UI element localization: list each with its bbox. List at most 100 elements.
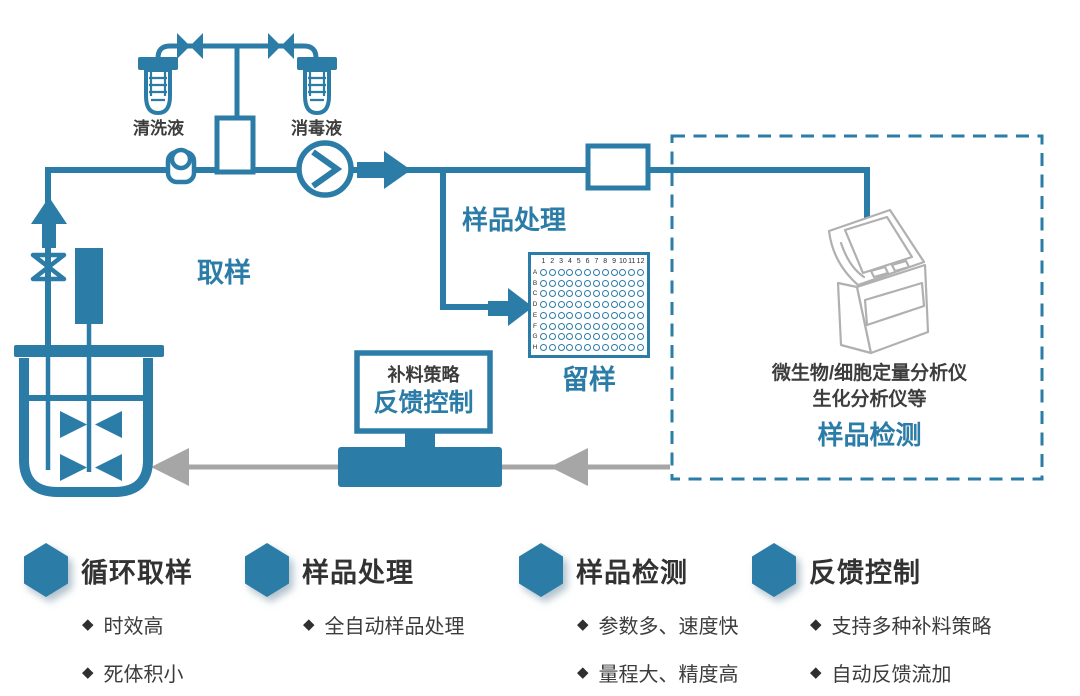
well bbox=[539, 268, 547, 276]
well bbox=[566, 344, 574, 352]
plate-row-label: D bbox=[532, 301, 538, 309]
well bbox=[628, 279, 636, 287]
feature-bullet: ◆ 时效高 bbox=[82, 610, 193, 639]
monitor-stand bbox=[405, 431, 435, 448]
well bbox=[548, 301, 556, 309]
well bbox=[566, 311, 574, 319]
feature-bullet: ◆ 支持多种补料策略 bbox=[810, 610, 992, 639]
well bbox=[584, 279, 592, 287]
well bbox=[566, 333, 574, 341]
well bbox=[539, 344, 547, 352]
sample-detection-dashed-box bbox=[670, 134, 1044, 481]
well bbox=[592, 333, 600, 341]
diamond-bullet-icon: ◆ bbox=[303, 616, 315, 633]
diamond-bullet-icon: ◆ bbox=[810, 664, 822, 681]
cleaning-bottle-label: 清洗液 bbox=[133, 119, 184, 138]
plate-corner bbox=[531, 255, 539, 267]
feedback-arrow-icon bbox=[550, 448, 588, 486]
feature-bullet-text: 量程大、精度高 bbox=[598, 664, 739, 686]
well bbox=[566, 279, 574, 287]
analyzer-name-line1: 微生物/细胞定量分析仪 bbox=[771, 363, 968, 384]
plate-column-label: 4 bbox=[567, 257, 572, 265]
valve-icon bbox=[268, 33, 294, 59]
well bbox=[610, 344, 618, 352]
sampling-pipes bbox=[45, 167, 870, 352]
diamond-bullet-icon: ◆ bbox=[577, 664, 589, 681]
well bbox=[557, 344, 565, 352]
well bbox=[628, 268, 636, 276]
well bbox=[601, 344, 609, 352]
plate-row-label: C bbox=[532, 290, 538, 298]
feature-bullet: ◆ 死体积小 bbox=[82, 658, 193, 687]
plate-column-label: 1 bbox=[541, 257, 546, 265]
well bbox=[637, 290, 645, 298]
plate-row-label: F bbox=[533, 322, 537, 330]
well bbox=[628, 290, 636, 298]
feeding-strategy-label: 补料策略 bbox=[387, 365, 460, 385]
feature-feedback-control: 反馈控制 ◆ 支持多种补料策略 ◆ 自动反馈流加 bbox=[752, 543, 992, 687]
well bbox=[557, 290, 565, 298]
well bbox=[601, 290, 609, 298]
diamond-bullet-icon: ◆ bbox=[810, 616, 822, 633]
well bbox=[539, 301, 547, 309]
feature-bullet-text: 全自动样品处理 bbox=[324, 616, 465, 638]
flow-arrow-icon bbox=[488, 288, 533, 326]
feature-bullet-text: 参数多、速度快 bbox=[598, 616, 739, 638]
well bbox=[592, 279, 600, 287]
pump-icon bbox=[296, 140, 354, 198]
well bbox=[610, 311, 618, 319]
well bbox=[539, 322, 547, 330]
well bbox=[601, 333, 609, 341]
well bbox=[628, 344, 636, 352]
feature-title: 循环取样 bbox=[81, 557, 193, 588]
sampling-valve-icon bbox=[30, 252, 67, 282]
well bbox=[637, 279, 645, 287]
plate-row-label: G bbox=[532, 333, 538, 341]
well bbox=[584, 333, 592, 341]
plate-column-label: 10 bbox=[619, 257, 627, 265]
feedback-console-icon bbox=[338, 350, 502, 487]
well bbox=[637, 301, 645, 309]
well bbox=[557, 301, 565, 309]
analyzer-name-line2: 生化分析仪等 bbox=[812, 389, 927, 410]
feature-bullet-text: 死体积小 bbox=[103, 664, 184, 686]
up-flow-arrow-icon bbox=[31, 197, 67, 248]
plate-row-label: E bbox=[532, 311, 538, 319]
cleaning-bottle-icon bbox=[138, 57, 178, 116]
well bbox=[610, 322, 618, 330]
hexagon-icon bbox=[519, 543, 563, 597]
well bbox=[628, 311, 636, 319]
well bbox=[628, 333, 636, 341]
well bbox=[584, 268, 592, 276]
hexagon-icon bbox=[752, 543, 796, 597]
hexagon-icon bbox=[245, 543, 289, 597]
well bbox=[575, 279, 583, 287]
plate-column-label: 5 bbox=[576, 257, 581, 265]
bioreactor-icon bbox=[14, 248, 164, 497]
well bbox=[584, 311, 592, 319]
plate-column-label: 9 bbox=[612, 257, 617, 265]
well bbox=[637, 311, 645, 319]
well bbox=[637, 344, 645, 352]
well bbox=[557, 333, 565, 341]
well bbox=[619, 279, 627, 287]
well bbox=[548, 268, 556, 276]
well bbox=[619, 322, 627, 330]
feature-bullet: ◆ 参数多、速度快 bbox=[577, 610, 739, 639]
well bbox=[610, 279, 618, 287]
well bbox=[619, 301, 627, 309]
well bbox=[566, 290, 574, 298]
sample-processing-label: 样品处理 bbox=[462, 205, 567, 235]
well bbox=[584, 322, 592, 330]
feedback-control-label: 反馈控制 bbox=[373, 389, 474, 417]
well bbox=[557, 279, 565, 287]
disinfectant-bottle-icon bbox=[297, 57, 337, 116]
well bbox=[619, 268, 627, 276]
plate-row-label: H bbox=[532, 344, 538, 352]
plate-column-label: 12 bbox=[636, 257, 645, 265]
feature-title: 样品检测 bbox=[576, 557, 688, 588]
feature-bullet-text: 自动反馈流加 bbox=[831, 664, 952, 686]
well bbox=[575, 268, 583, 276]
plate-column-label: 2 bbox=[550, 257, 555, 265]
well bbox=[557, 311, 565, 319]
